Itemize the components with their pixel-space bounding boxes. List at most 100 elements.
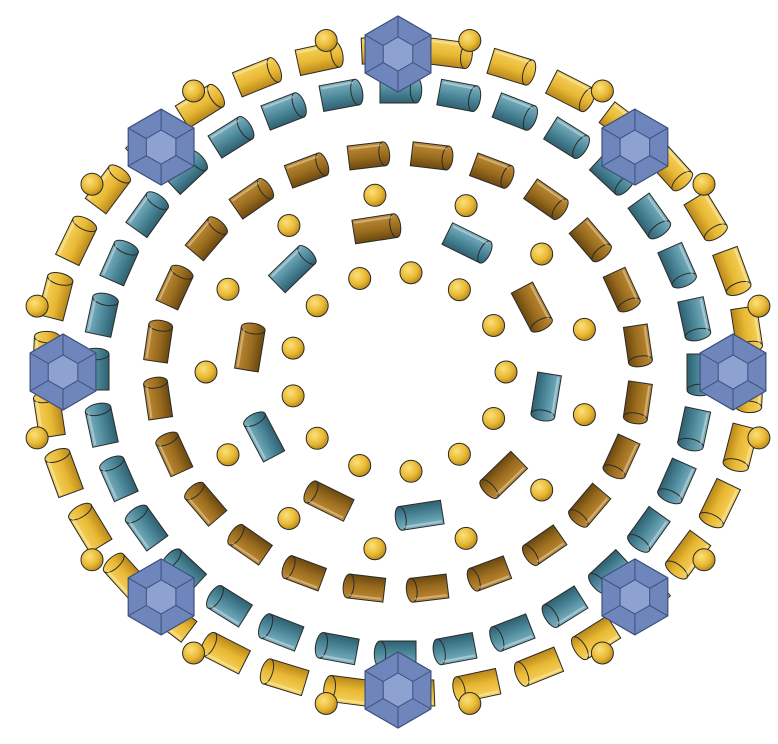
- inner-sphere: [282, 337, 304, 359]
- inner-sphere: [278, 508, 300, 530]
- brown-cylinder: [470, 153, 517, 190]
- inner-sphere: [349, 455, 371, 477]
- outer-teal-cylinder: [313, 631, 359, 664]
- brown-cylinder: [143, 376, 173, 420]
- outer-sphere: [748, 295, 770, 317]
- brown-cylinder: [185, 214, 230, 261]
- inner-sphere: [531, 479, 553, 501]
- inner-sphere: [495, 361, 517, 383]
- inner-cylinder: [235, 321, 266, 372]
- outer-sphere: [315, 693, 337, 715]
- brown-cylinder: [347, 141, 391, 170]
- outer-yellow-cylinder: [511, 647, 563, 688]
- outer-teal-cylinder: [319, 78, 365, 111]
- icosahedron-group: [30, 16, 766, 728]
- inner-sphere: [400, 262, 422, 284]
- outer-teal-cylinder: [437, 79, 483, 112]
- outer-teal-cylinder: [208, 114, 257, 158]
- inner-sphere: [278, 215, 300, 237]
- outer-sphere: [183, 80, 205, 102]
- brown-cylinder: [342, 573, 386, 602]
- outer-yellow-cylinder: [198, 630, 251, 674]
- outer-teal-cylinder: [677, 407, 711, 453]
- brown-cylinder: [225, 522, 273, 565]
- inner-sphere: [364, 184, 386, 206]
- brown-cylinder: [284, 151, 331, 188]
- brown-cylinder: [144, 319, 174, 363]
- brown-cylinder: [524, 179, 572, 222]
- outer-teal-cylinder: [628, 193, 673, 242]
- outer-sphere: [81, 173, 103, 195]
- brown-cylinder: [603, 267, 642, 315]
- outer-sphere: [315, 30, 337, 52]
- brown-cylinder: [182, 479, 227, 526]
- outer-teal-cylinder: [625, 506, 670, 555]
- inner-cylinder: [301, 479, 354, 521]
- outer-sphere: [459, 30, 481, 52]
- outer-sphere: [183, 642, 205, 664]
- outer-sphere: [591, 80, 613, 102]
- outer-sphere: [81, 549, 103, 571]
- inner-sphere: [282, 385, 304, 407]
- middle-brown-ring: [143, 141, 653, 603]
- outer-teal-cylinder: [98, 453, 139, 502]
- outer-sphere: [26, 427, 48, 449]
- icosahedron: [365, 16, 431, 92]
- brown-cylinder: [229, 176, 277, 219]
- inner-sphere: [483, 408, 505, 430]
- outer-teal-cylinder: [431, 633, 477, 666]
- outer-teal-cylinder: [492, 93, 540, 132]
- brown-cylinder: [156, 262, 195, 310]
- outer-teal-cylinder: [85, 291, 119, 337]
- outer-teal-cylinder: [261, 91, 309, 130]
- brown-cylinder: [154, 429, 193, 477]
- inner-cylinder: [352, 213, 402, 244]
- outer-teal-cylinder: [126, 188, 171, 237]
- brown-cylinder: [623, 381, 653, 425]
- brown-cylinder: [519, 525, 567, 568]
- outer-yellow-cylinder: [697, 478, 740, 530]
- outer-teal-cylinder: [539, 586, 588, 630]
- brown-cylinder: [566, 483, 611, 530]
- outer-yellow-cylinder: [43, 446, 83, 498]
- inner-sphere: [306, 295, 328, 317]
- inner-sphere: [483, 315, 505, 337]
- outer-yellow-cylinder: [546, 70, 599, 114]
- outer-teal-cylinder: [678, 297, 712, 343]
- brown-cylinder: [623, 324, 653, 368]
- outer-teal-cylinder: [203, 583, 252, 627]
- inner-cylinder: [511, 282, 554, 335]
- outer-teal-cylinder: [656, 458, 697, 507]
- outer-teal-cylinder: [123, 502, 168, 551]
- inner-cylinder: [442, 223, 495, 265]
- inner-cylinder: [530, 372, 561, 423]
- outer-yellow-cylinder: [684, 191, 730, 244]
- brown-cylinder: [465, 556, 512, 593]
- brown-cylinder: [601, 434, 640, 482]
- inner-sphere-ring: [195, 184, 595, 559]
- inner-sphere: [217, 444, 239, 466]
- outer-teal-cylinder: [256, 612, 304, 651]
- inner-sphere: [217, 278, 239, 300]
- brown-cylinder: [569, 218, 614, 265]
- inner-sphere: [364, 538, 386, 560]
- inner-sphere: [400, 460, 422, 482]
- inner-cylinder: [241, 409, 284, 462]
- outer-sphere: [26, 295, 48, 317]
- icosahedron: [365, 652, 431, 728]
- inner-sphere: [349, 268, 371, 290]
- outer-sphere: [459, 693, 481, 715]
- inner-sphere: [531, 243, 553, 265]
- outer-sphere: [693, 173, 715, 195]
- inner-sphere: [448, 443, 470, 465]
- inner-cylinder: [477, 451, 528, 501]
- inner-sphere: [195, 361, 217, 383]
- outer-yellow-cylinder: [56, 213, 99, 265]
- outer-teal-cylinder: [84, 401, 118, 447]
- inner-sphere: [573, 404, 595, 426]
- outer-teal-cylinder: [100, 237, 141, 286]
- inner-sphere: [455, 527, 477, 549]
- inner-sphere: [573, 318, 595, 340]
- outer-sphere: [693, 549, 715, 571]
